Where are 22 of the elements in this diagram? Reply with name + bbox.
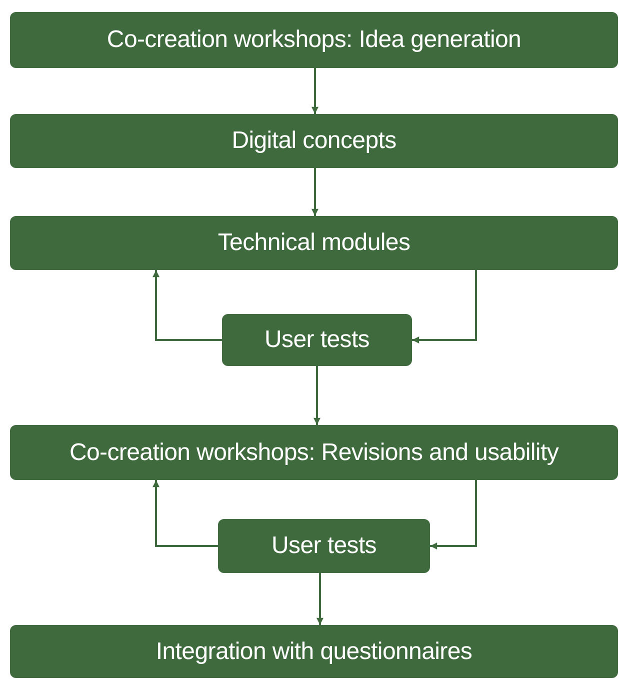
box-label: Technical modules — [218, 229, 410, 257]
box-label: Digital concepts — [232, 127, 396, 155]
process-box — [10, 625, 618, 678]
box-label: Co-creation workshops: Idea generation — [106, 26, 522, 54]
arrow — [430, 480, 477, 550]
arrow — [152, 270, 222, 341]
process-box — [10, 12, 618, 68]
process-box — [218, 519, 430, 573]
arrow — [412, 270, 477, 344]
arrow — [311, 168, 318, 216]
process-box — [10, 114, 618, 168]
box-label: Integration with questionnaires — [156, 638, 472, 666]
box-label: Co-creation workshops: Revisions and usability — [69, 438, 559, 466]
arrow — [313, 366, 320, 425]
process-box — [10, 425, 618, 480]
box-label: User tests — [271, 532, 377, 560]
arrow — [316, 573, 324, 625]
process-box — [222, 314, 412, 366]
arrow — [311, 68, 318, 114]
box-label: User tests — [264, 326, 370, 354]
arrow — [152, 480, 218, 547]
process-box — [10, 216, 618, 270]
